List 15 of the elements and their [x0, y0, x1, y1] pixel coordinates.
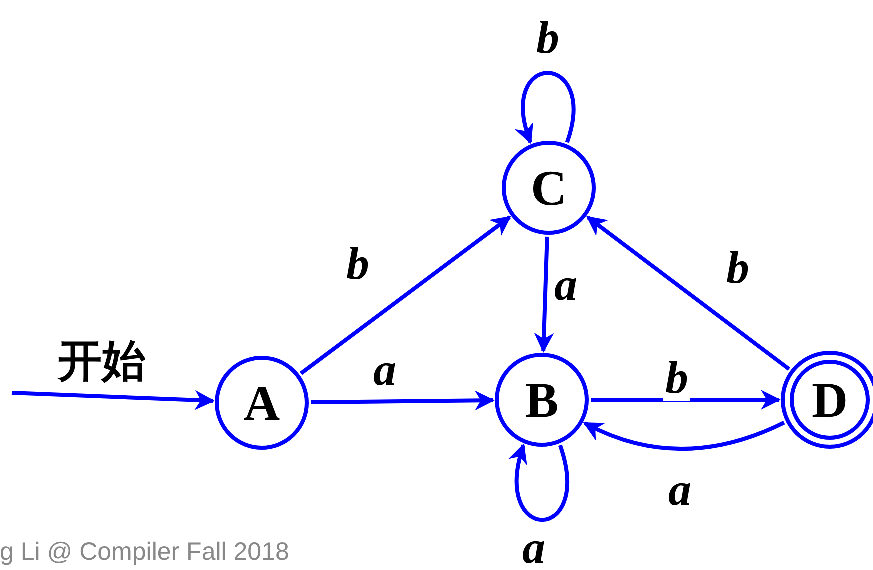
arrow — [300, 216, 512, 376]
state-circle: C — [502, 141, 596, 235]
accept-state-circle: D — [781, 351, 873, 449]
arrow — [310, 390, 495, 411]
arrow — [12, 390, 216, 410]
arrow — [534, 236, 554, 354]
arrow — [586, 216, 790, 371]
arrow — [583, 421, 786, 451]
arrow — [591, 390, 781, 410]
footer-text: g Li @ Compiler Fall 2018 — [0, 538, 290, 567]
arrow — [510, 444, 570, 522]
edge-label: 开始 — [56, 339, 148, 385]
state-circle: B — [495, 353, 589, 447]
state-circle: A — [215, 356, 309, 450]
arrow — [516, 71, 576, 144]
